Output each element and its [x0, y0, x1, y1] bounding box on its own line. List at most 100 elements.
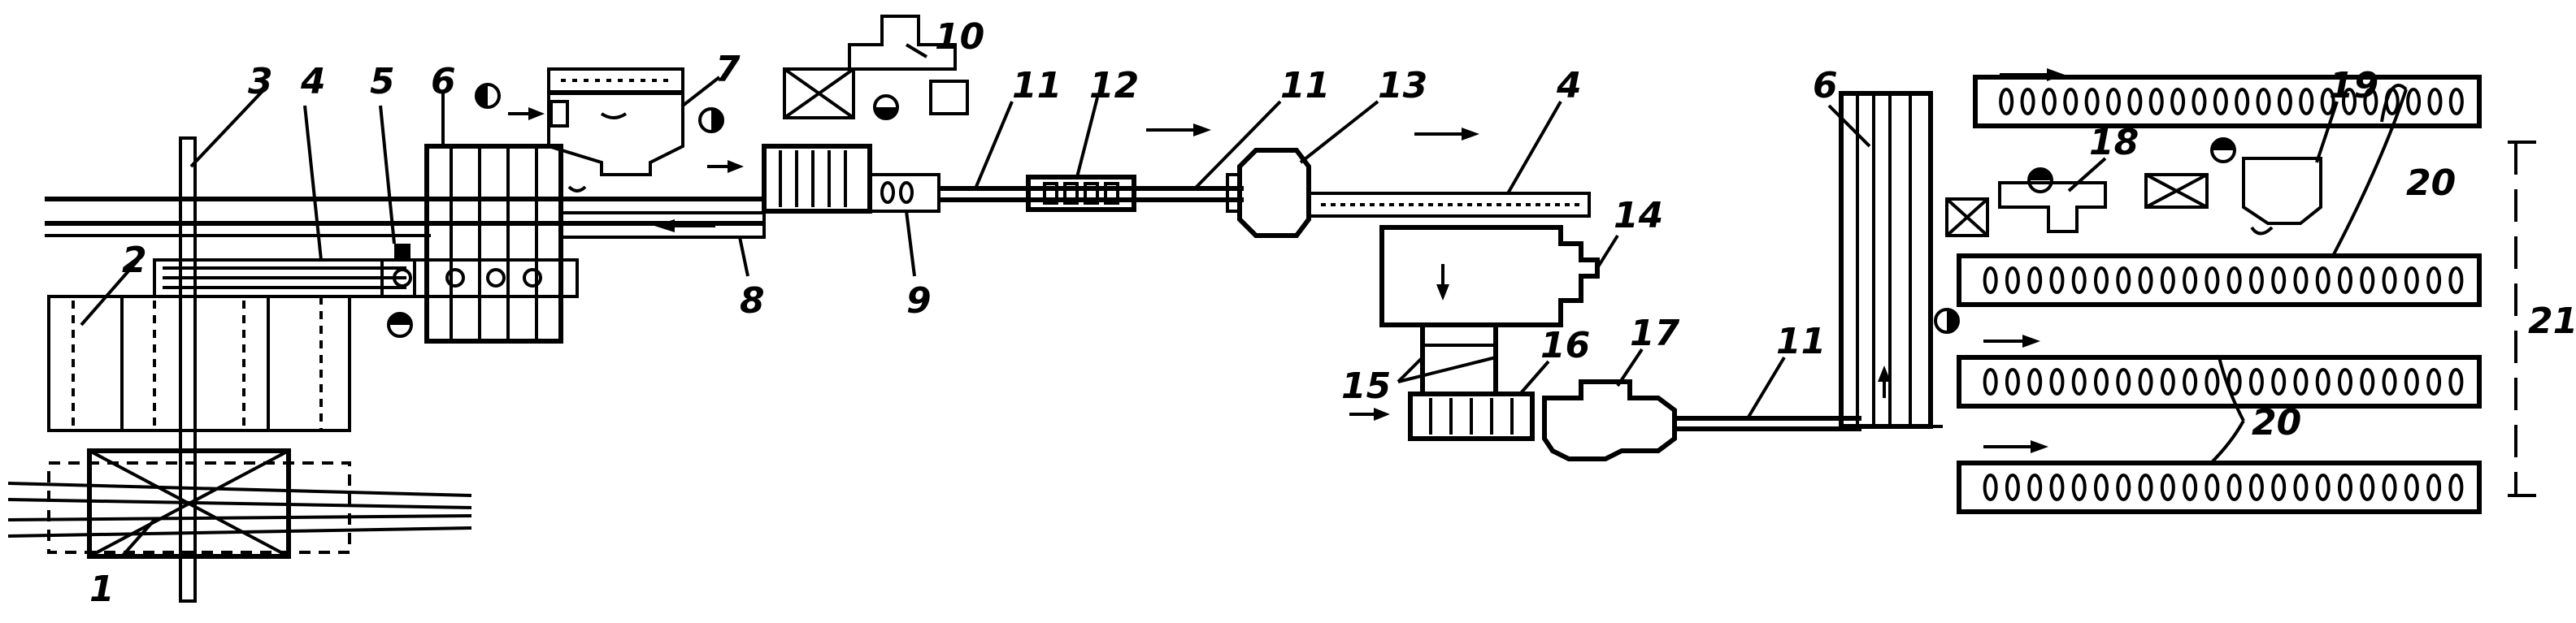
roller-oval	[2342, 88, 2357, 115]
roller-oval	[2160, 266, 2175, 294]
main-conveyor-left	[45, 197, 764, 237]
roller-oval	[2235, 88, 2250, 115]
roller-oval	[2248, 368, 2264, 396]
cooling-bed-20-row1	[1973, 68, 2482, 128]
roller-oval	[2448, 266, 2464, 294]
operator-markers	[387, 83, 2236, 338]
roller-oval	[2094, 266, 2109, 294]
roller-oval	[2360, 266, 2375, 294]
roller-oval	[2005, 474, 2020, 501]
label-6a: 6	[431, 61, 456, 102]
roller-oval	[2170, 88, 2186, 115]
roller-oval	[2299, 88, 2314, 115]
roller-oval	[2205, 474, 2220, 501]
roller-oval	[2183, 266, 2198, 294]
cooling-bed-9	[707, 144, 940, 214]
unit-17	[1542, 379, 1677, 461]
label-19: 19	[2329, 65, 2378, 106]
label-17: 17	[1630, 313, 1680, 354]
label-5: 5	[370, 61, 395, 102]
roller-oval	[2226, 266, 2242, 294]
label-12: 12	[1089, 65, 1139, 106]
flow-arrows-middle	[1146, 123, 1479, 141]
roller-oval	[2148, 88, 2164, 115]
label-9: 9	[906, 280, 932, 322]
roller-oval	[2382, 266, 2397, 294]
roller-oval	[2448, 474, 2464, 501]
label-4a: 4	[300, 61, 326, 102]
roller-oval	[2293, 266, 2309, 294]
roller-oval	[2426, 266, 2442, 294]
label-11b: 11	[1280, 65, 1330, 106]
roller-oval	[2277, 88, 2292, 115]
roller-oval	[2005, 266, 2020, 294]
coiler-13	[1226, 148, 1311, 238]
roller-oval	[2448, 88, 2464, 115]
roller-oval	[1983, 368, 1998, 396]
roller-oval	[2049, 368, 2065, 396]
label-11a: 11	[1012, 65, 1062, 106]
label-7: 7	[715, 49, 741, 90]
roller-oval	[2293, 474, 2309, 501]
label-16: 16	[1540, 325, 1590, 366]
return-conveyor-8	[559, 211, 766, 239]
roller-oval	[2020, 88, 2035, 115]
label-21: 21	[2528, 301, 2576, 342]
transfer-conveyor-11-lower	[1675, 416, 1861, 431]
roller-oval	[2160, 368, 2175, 396]
leader-lines	[80, 43, 2408, 558]
roller-oval	[1983, 266, 1998, 294]
roller-oval	[2338, 266, 2352, 294]
roller-oval	[2116, 266, 2131, 294]
roller-oval	[1999, 88, 2014, 115]
roller-oval	[2360, 474, 2375, 501]
roller-oval	[2448, 368, 2464, 396]
roller-oval	[2256, 88, 2271, 115]
roller-oval	[2127, 88, 2143, 115]
roller-oval	[2338, 368, 2352, 396]
cooling-bed-20-row2	[1957, 253, 2482, 307]
roller-oval	[2116, 474, 2131, 501]
roller-oval	[2116, 368, 2131, 396]
roller-oval	[2094, 368, 2109, 396]
roller-oval	[2049, 474, 2065, 501]
furnace-18	[1998, 181, 2107, 233]
label-4b: 4	[1556, 65, 1582, 106]
transfer-conveyor-11-upper	[939, 186, 1244, 202]
roller-oval	[2426, 368, 2442, 396]
roller-oval	[2071, 474, 2087, 501]
label-11c: 11	[1776, 321, 1826, 362]
roller-oval	[2338, 474, 2352, 501]
roller-oval	[2027, 368, 2043, 396]
roller-oval	[2049, 266, 2065, 294]
roller-oval	[2404, 474, 2419, 501]
roller-oval	[2404, 266, 2419, 294]
label-13: 13	[1378, 65, 1427, 106]
roller-oval	[2271, 474, 2287, 501]
roller-oval	[2106, 88, 2121, 115]
label-15: 15	[1341, 366, 1391, 407]
roller-oval	[2183, 474, 2198, 501]
roller-oval	[2084, 88, 2100, 115]
roller-oval	[2320, 88, 2335, 115]
roller-oval	[2071, 266, 2087, 294]
straightener-12	[1026, 175, 1136, 212]
roller-oval	[2071, 368, 2087, 396]
label-20b: 20	[2252, 402, 2301, 443]
label-3: 3	[248, 61, 273, 102]
roller-oval	[2315, 266, 2331, 294]
roller-oval	[2382, 368, 2397, 396]
crane-rail-3	[179, 136, 197, 603]
label-6b: 6	[1813, 65, 1838, 106]
roller-oval	[2205, 266, 2220, 294]
roller-oval	[2213, 88, 2228, 115]
label-10: 10	[935, 16, 984, 58]
roller-oval	[2027, 266, 2043, 294]
roller-oval	[2063, 88, 2079, 115]
roller-oval	[2248, 474, 2264, 501]
roller-oval	[2427, 88, 2443, 115]
roller-oval	[2027, 474, 2043, 501]
roller-oval	[2360, 368, 2375, 396]
roller-oval	[2248, 266, 2264, 294]
